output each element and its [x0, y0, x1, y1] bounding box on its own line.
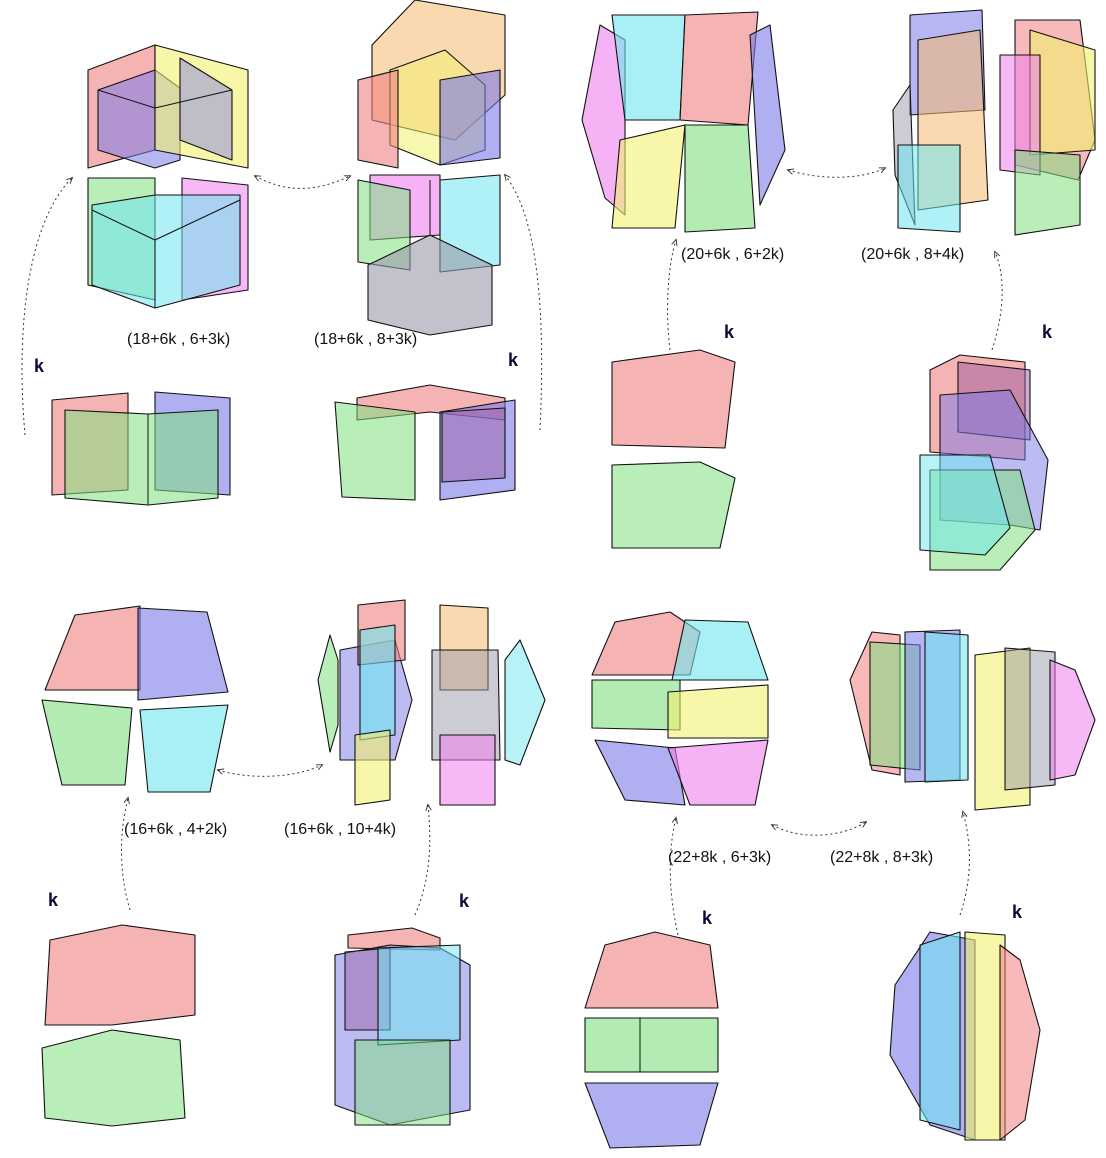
labels: (18+6k , 6+3k) (18+6k , 8+3k) (20+6k , 6… [34, 246, 1053, 928]
panel-20-6-top [581, 11, 786, 233]
prism-gray-13 [1004, 647, 1056, 791]
panel-22-6-bottom [584, 931, 719, 1149]
label-18-6: (18+6k , 6+3k) [127, 331, 230, 348]
k-label-7: k [702, 908, 713, 928]
prism-cyan-7 [139, 704, 229, 793]
prism-cyan [91, 194, 241, 309]
panel-18-6-bottom [51, 391, 231, 506]
arrow-7 [218, 765, 322, 777]
arrow-10 [772, 822, 866, 836]
prism-cyan-9 [359, 624, 396, 741]
prism-red-4 [611, 349, 736, 449]
prism-blue-11 [594, 739, 686, 806]
prism-magenta-11 [667, 739, 769, 806]
prism-red-14 [999, 944, 1041, 1141]
prism-green-9 [317, 634, 339, 753]
prism-cyan-11 [671, 619, 769, 681]
arrow-9 [414, 805, 430, 916]
arrow-12 [959, 812, 970, 916]
panel-20-8-bottom [919, 354, 1049, 571]
panel-20-6-bottom [611, 349, 736, 549]
prism-yellow-9 [354, 729, 391, 806]
prism-purple-b2 [441, 407, 506, 483]
prism-gray-9 [431, 649, 501, 761]
prism-red-10 [347, 927, 441, 951]
prism-green-12 [584, 1017, 719, 1073]
prism-yellow-11 [667, 684, 769, 739]
k-label-3: k [724, 322, 735, 342]
k-label-4: k [1042, 322, 1053, 342]
prism-red-8 [44, 924, 196, 1026]
prism-blue-7 [137, 607, 229, 701]
prism-green-b2 [334, 401, 416, 501]
prism-red-7 [44, 605, 141, 691]
prism-green-b [64, 409, 219, 506]
prism-blue-t [439, 69, 501, 166]
prism-yellow [154, 44, 249, 169]
panel-20-8-top [892, 9, 1096, 236]
panel-18-8-top [357, 0, 506, 336]
arrow-3 [505, 175, 543, 431]
panel-16-10-top [317, 599, 546, 806]
arrow-4 [667, 240, 676, 351]
panel-16-10-bottom [334, 927, 471, 1126]
label-22-8: (22+8k , 8+3k) [830, 849, 933, 866]
label-16-10: (16+6k , 10+4k) [284, 821, 396, 838]
prism-red-12 [584, 931, 719, 1009]
prism-blue-12 [584, 1082, 719, 1149]
label-16-4: (16+6k , 4+2k) [124, 821, 227, 838]
prism-blue-2 [179, 57, 233, 161]
k-label-5: k [48, 890, 59, 910]
arrow-6 [991, 252, 1003, 351]
panel-18-8-bottom [334, 384, 516, 501]
prism-green-3 [684, 124, 756, 233]
label-20-8: (20+6k , 8+4k) [861, 246, 964, 263]
label-18-8: (18+6k , 8+3k) [314, 331, 417, 348]
prism-green-7 [41, 699, 133, 786]
k-label-2: k [508, 350, 519, 370]
prism-cyan-14 [919, 931, 961, 1131]
label-22-6: (22+8k , 6+3k) [668, 849, 771, 866]
prism-cyan-9b [504, 639, 546, 766]
panel-16-4-bottom [41, 924, 196, 1127]
prism-yellow-3 [611, 124, 686, 229]
arrows [21, 168, 1003, 936]
prism-red-3 [679, 11, 759, 126]
prism-cyan-3 [611, 14, 686, 121]
arrow-1 [21, 178, 72, 436]
prism-magenta-9 [439, 734, 496, 806]
arrow-5 [788, 168, 885, 178]
arrow-11 [669, 818, 679, 936]
panel-22-8-bottom [889, 931, 1041, 1141]
panel-22-6-top [591, 611, 769, 806]
k-label-1: k [34, 356, 45, 376]
label-20-6: (20+6k , 6+2k) [681, 246, 784, 263]
arrow-2 [255, 176, 350, 189]
prism-red-t [357, 69, 399, 169]
prism-cyan-6 [919, 454, 1011, 556]
k-label-6: k [459, 891, 470, 911]
k-label-8: k [1012, 902, 1023, 922]
prism-cyan-5 [897, 144, 961, 233]
arrow-8 [121, 798, 131, 911]
prism-blue-b2 [439, 399, 516, 501]
prism-green-8 [41, 1029, 186, 1127]
prism-green-5 [1014, 149, 1081, 236]
panel-16-4-top [41, 605, 229, 793]
prism-green-11 [591, 679, 681, 731]
prism-yellow-14 [964, 931, 1006, 1141]
prism-cyan-10 [377, 944, 461, 1046]
panel-22-8-top [849, 629, 1096, 811]
prism-green-10 [354, 1039, 451, 1126]
panel-18-6-top [87, 44, 249, 309]
prism-cyan-13 [924, 631, 969, 783]
prism-blue-3 [749, 24, 786, 206]
prism-magenta-13 [1049, 659, 1096, 781]
prism-green-4 [611, 461, 736, 549]
